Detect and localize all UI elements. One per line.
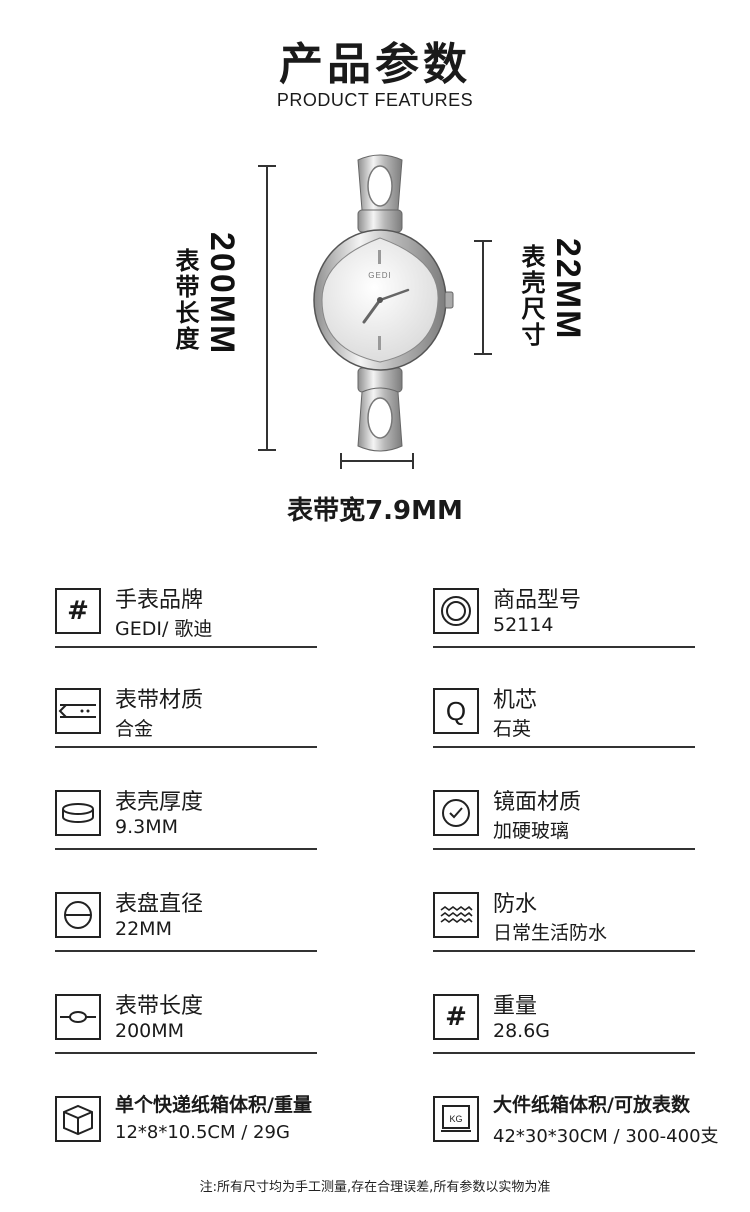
- watch-brand-mark: GEDI: [368, 271, 392, 280]
- spec-label: 商品型号: [493, 588, 582, 613]
- spec-label: 镜面材质: [493, 790, 582, 815]
- case-thickness-icon: [55, 790, 101, 836]
- spec-label: 表带材质: [115, 688, 204, 713]
- spec-value: 42*30*30CM / 300-400支: [493, 1126, 719, 1147]
- spec-label: 机芯: [493, 688, 538, 713]
- spec-bulk-box: KG 大件纸箱体积/可放表数 42*30*30CM / 300-400支: [433, 1092, 719, 1162]
- spec-glass: 镜面材质 加硬玻璃: [433, 786, 695, 856]
- spec-brand: # 手表品牌 GEDI/ 歌迪: [55, 584, 317, 654]
- strap-length-icon: [55, 994, 101, 1040]
- q-letter-icon: Q: [433, 688, 479, 734]
- page-title-en: PRODUCT FEATURES: [276, 90, 474, 110]
- hash-icon: #: [433, 994, 479, 1040]
- spec-weight: # 重量 28.6G: [433, 990, 695, 1060]
- spec-value: GEDI/ 歌迪: [115, 618, 213, 640]
- checkmark-circle-icon: [433, 790, 479, 836]
- spec-label: 表带长度: [115, 994, 204, 1019]
- watch-image: GEDI: [313, 154, 454, 452]
- spec-label: 大件纸箱体积/可放表数: [493, 1094, 690, 1116]
- spec-model: 商品型号 52114: [433, 584, 695, 654]
- spec-label: 表壳厚度: [115, 790, 204, 815]
- spec-case-thickness: 表壳厚度 9.3MM: [55, 786, 317, 856]
- band-width-label: 表带宽7.9MM: [287, 496, 463, 526]
- spec-value: 28.6G: [493, 1020, 551, 1042]
- spec-label: 手表品牌: [115, 588, 204, 613]
- spec-label: 单个快递纸箱体积/重量: [115, 1094, 312, 1116]
- spec-value: 合金: [115, 718, 154, 740]
- case-size-label: 表壳尺寸: [517, 244, 545, 348]
- double-circle-icon: [433, 588, 479, 634]
- spec-dial-diameter: 表盘直径 22MM: [55, 888, 317, 958]
- spec-strap-material: 表带材质 合金: [55, 684, 317, 754]
- spec-value: 52114: [493, 614, 554, 636]
- band-length-label: 表带长度: [171, 248, 199, 352]
- band-length-value: 200MM: [203, 232, 241, 356]
- footnote: 注:所有尺寸均为手工测量,存在合理误差,所有参数以实物为准: [199, 1180, 551, 1195]
- spec-value: 9.3MM: [115, 816, 179, 838]
- spec-strap-length: 表带长度 200MM: [55, 990, 317, 1060]
- scale-icon-text: KG: [449, 1114, 462, 1124]
- page-title-cn: 产品参数: [279, 39, 471, 90]
- spec-value: 22MM: [115, 918, 172, 940]
- diameter-icon: [55, 892, 101, 938]
- spec-water-resistance: 防水 日常生活防水: [433, 888, 695, 958]
- spec-single-box: 单个快递纸箱体积/重量 12*8*10.5CM / 29G: [55, 1092, 317, 1162]
- spec-value: 日常生活防水: [493, 922, 608, 944]
- case-size-value: 22MM: [549, 238, 587, 341]
- spec-movement: Q 机芯 石英: [433, 684, 695, 754]
- hash-icon: #: [55, 588, 101, 634]
- box-icon: [55, 1096, 101, 1142]
- strap-icon: [55, 688, 101, 734]
- spec-value: 12*8*10.5CM / 29G: [115, 1122, 290, 1143]
- spec-label: 表盘直径: [115, 892, 204, 917]
- scale-kg-icon: KG: [433, 1096, 479, 1142]
- spec-value: 石英: [493, 718, 532, 740]
- spec-value: 200MM: [115, 1020, 185, 1042]
- spec-label: 防水: [493, 892, 538, 917]
- water-wave-icon: [433, 892, 479, 938]
- spec-label: 重量: [493, 994, 538, 1019]
- spec-value: 加硬玻璃: [493, 820, 570, 842]
